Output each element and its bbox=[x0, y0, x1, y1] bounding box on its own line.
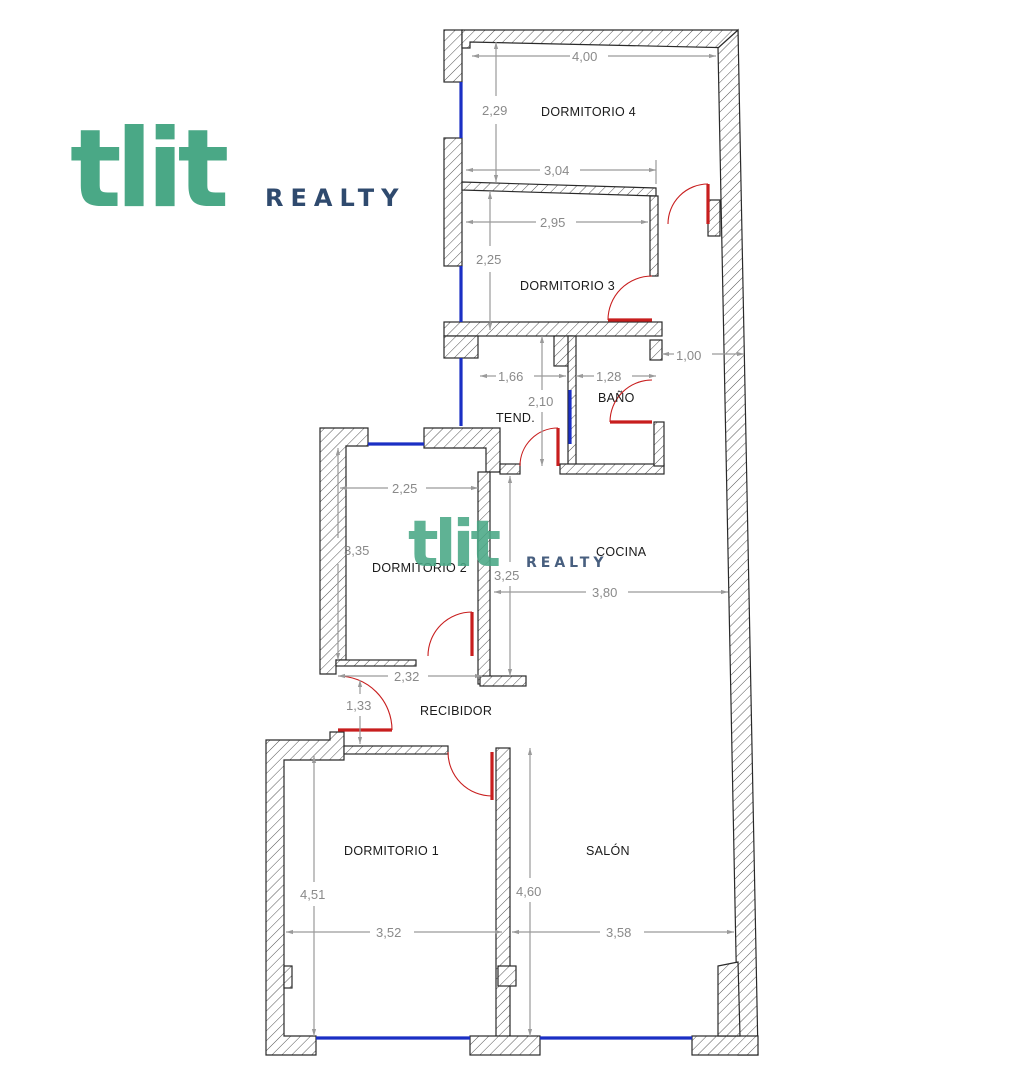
logo-text: tlit bbox=[70, 107, 228, 232]
dim-recibidor: 1,33 bbox=[346, 698, 371, 713]
dimension-labels: 4,00 2,29 3,04 2,95 2,25 1,00 1,66 1,28 … bbox=[300, 49, 701, 940]
room-salon: SALÓN bbox=[586, 843, 630, 858]
dim-d3-top: 3,04 bbox=[544, 163, 569, 178]
brand-logo: tlit REALTY bbox=[70, 107, 406, 232]
dim-d1-width: 3,52 bbox=[376, 925, 401, 940]
room-dormitorio-1: DORMITORIO 1 bbox=[344, 844, 439, 858]
windows bbox=[316, 82, 692, 1040]
dim-d4-height: 2,29 bbox=[482, 103, 507, 118]
dim-d3-width: 2,95 bbox=[540, 215, 565, 230]
dim-tend-width: 1,66 bbox=[498, 369, 523, 384]
watermark-logo-text: tlit bbox=[408, 508, 500, 582]
room-labels: DORMITORIO 4 DORMITORIO 3 BAÑO TEND. COC… bbox=[344, 105, 647, 858]
room-dormitorio-2: DORMITORIO 2 bbox=[372, 561, 467, 575]
dim-salon-width: 3,58 bbox=[606, 925, 631, 940]
room-cocina: COCINA bbox=[596, 545, 647, 559]
dim-d1-height: 4,51 bbox=[300, 887, 325, 902]
dim-corridor: 1,00 bbox=[676, 348, 701, 363]
room-bano: BAÑO bbox=[598, 391, 635, 405]
dim-bano-width: 1,28 bbox=[596, 369, 621, 384]
dim-d4-width: 4,00 bbox=[572, 49, 597, 64]
logo-subtext: REALTY bbox=[265, 184, 406, 212]
dim-salon-height: 4,60 bbox=[516, 884, 541, 899]
room-dormitorio-4: DORMITORIO 4 bbox=[541, 105, 636, 119]
dim-cocina-width: 3,80 bbox=[592, 585, 617, 600]
dim-d3-height: 2,25 bbox=[476, 252, 501, 267]
dim-cocina-height: 3,25 bbox=[494, 568, 519, 583]
room-recibidor: RECIBIDOR bbox=[420, 704, 492, 718]
dim-d2-bottom: 2,32 bbox=[394, 669, 419, 684]
doors bbox=[337, 183, 710, 800]
watermark-logo-subtext: REALTY bbox=[526, 555, 607, 571]
watermark-logo: tlit REALTY bbox=[408, 508, 607, 582]
walls bbox=[265, 28, 759, 1056]
dimension-lines bbox=[286, 42, 744, 1036]
dim-tend-height: 2,10 bbox=[528, 394, 553, 409]
room-tend: TEND. bbox=[496, 411, 535, 425]
room-dormitorio-3: DORMITORIO 3 bbox=[520, 279, 615, 293]
dim-d2-width: 2,25 bbox=[392, 481, 417, 496]
dim-d2-height: 3,35 bbox=[344, 543, 369, 558]
